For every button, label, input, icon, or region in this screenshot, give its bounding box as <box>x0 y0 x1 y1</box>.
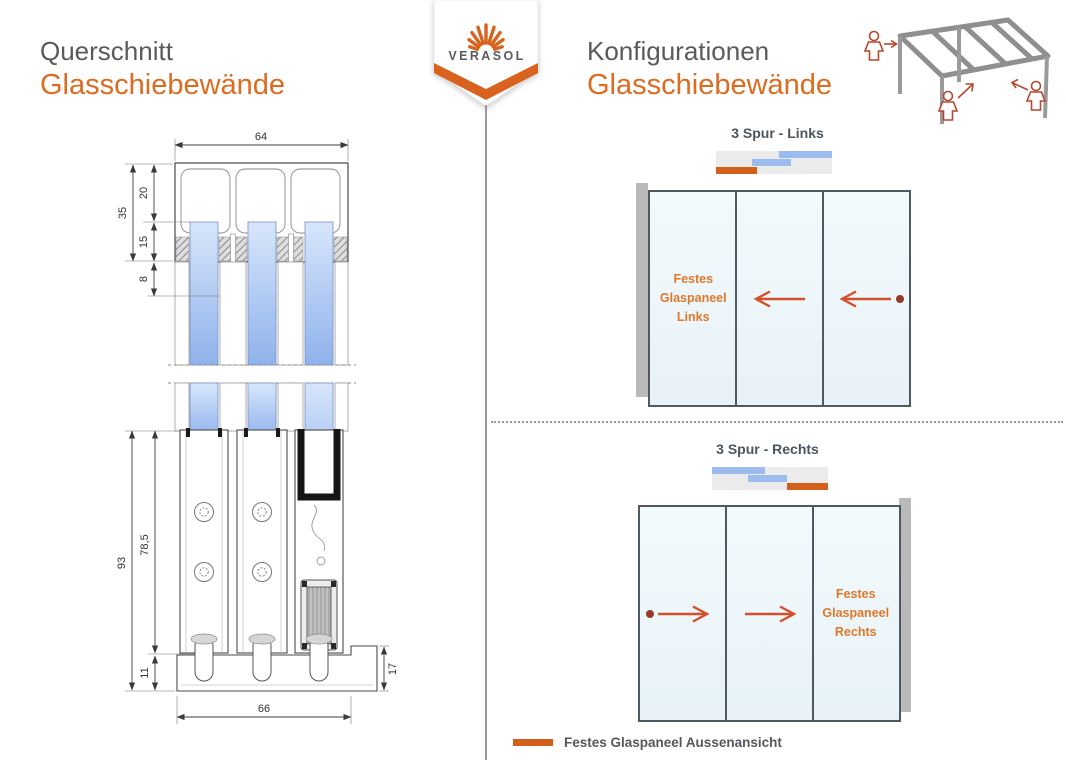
logo-chevron <box>434 63 538 100</box>
brush-seals <box>175 233 348 264</box>
panel-diagram-links: Festes Glaspaneel Links <box>648 190 911 407</box>
config-rechts-heading: 3 Spur - Rechts <box>716 441 819 457</box>
cross-section-drawing: 64 35 20 15 8 93 78,5 11 66 17 <box>116 131 399 724</box>
dim-profile-h: 78,5 <box>139 534 151 555</box>
legend: Festes Glaspaneel Aussenansicht <box>513 735 782 750</box>
config-links-heading: 3 Spur - Links <box>731 125 824 141</box>
track-bar-blue-middle <box>751 159 792 166</box>
panel-diagram-rechts: Festes Glaspaneel Rechts <box>638 505 901 722</box>
pergola-posts <box>898 28 1049 124</box>
track-scheme-rechts <box>712 467 828 490</box>
wall-post-right <box>899 498 911 712</box>
dim-rail-lower: 15 <box>138 236 150 248</box>
dim-track-right: 17 <box>387 663 399 675</box>
dim-bottom-width: 66 <box>258 703 270 715</box>
dim-drop: 8 <box>138 276 150 282</box>
glass-panels-upper <box>189 221 334 366</box>
section-break <box>168 364 356 384</box>
slide-left-arrow-icon <box>839 289 891 308</box>
dim-lower-total: 93 <box>116 557 128 569</box>
logo-sunburst-icon <box>467 23 505 51</box>
legend-orange-swatch <box>513 739 553 746</box>
pergola-frame <box>897 17 1051 79</box>
handle-dot <box>896 294 904 303</box>
dim-rail-total: 35 <box>117 207 129 219</box>
screw-details <box>194 502 272 582</box>
dimension-labels: 64 35 20 15 8 93 78,5 11 66 17 <box>116 131 399 715</box>
pergola-icon <box>863 17 1051 124</box>
carriage-profiles-lower <box>174 382 349 432</box>
carriage-profiles-upper <box>174 261 349 366</box>
dim-top-width: 64 <box>255 131 267 143</box>
verasol-logo: VERASOL <box>433 0 539 107</box>
right-title-line1: Konfigurationen <box>587 36 770 66</box>
dotted-divider <box>491 421 1063 423</box>
vertical-divider <box>485 105 487 760</box>
fixed-panel-label-rechts: Festes Glaspaneel Rechts <box>822 586 890 640</box>
track-scheme-links <box>716 151 832 174</box>
dim-track-inset: 11 <box>139 667 151 678</box>
panel-divider <box>725 507 728 720</box>
panel-feet <box>190 633 333 682</box>
panel-divider <box>821 192 824 405</box>
person-icons <box>863 30 1047 121</box>
dimension-lines <box>125 139 389 724</box>
roller-wheel <box>300 579 338 651</box>
right-title: Konfigurationen Glasschiebewände <box>587 34 832 102</box>
person-icon-right <box>1010 78 1047 111</box>
track-bar-orange-left <box>716 167 757 174</box>
slide-right-arrow-icon <box>658 604 710 623</box>
track-bar-blue-left <box>712 467 766 474</box>
track-bar-orange-right <box>787 483 828 490</box>
bottom-profiles <box>179 428 344 654</box>
glass-gasket <box>297 429 341 501</box>
track-bar-blue-right <box>778 151 832 158</box>
person-icon-bottom <box>937 83 974 121</box>
dim-rail-upper: 20 <box>138 187 150 199</box>
right-title-line2: Glasschiebewände <box>587 69 833 101</box>
logo-brand-text: VERASOL <box>448 49 525 63</box>
left-title: Querschnitt Glasschiebewände <box>40 34 285 102</box>
slide-right-arrow-icon <box>744 604 797 623</box>
left-title-line1: Querschnitt <box>40 36 173 66</box>
fixed-panel-label-links: Festes Glaspaneel Links <box>659 271 727 325</box>
slide-left-arrow-icon <box>752 289 805 308</box>
wall-post-left <box>636 183 648 397</box>
panel-divider <box>735 192 738 405</box>
track-bar-blue-middle <box>747 475 788 482</box>
person-icon-left <box>863 30 898 61</box>
legend-label: Festes Glaspaneel Aussenansicht <box>564 735 782 750</box>
left-title-line2: Glasschiebewände <box>40 69 286 101</box>
handle-dot <box>646 609 654 618</box>
panel-divider <box>811 507 814 720</box>
